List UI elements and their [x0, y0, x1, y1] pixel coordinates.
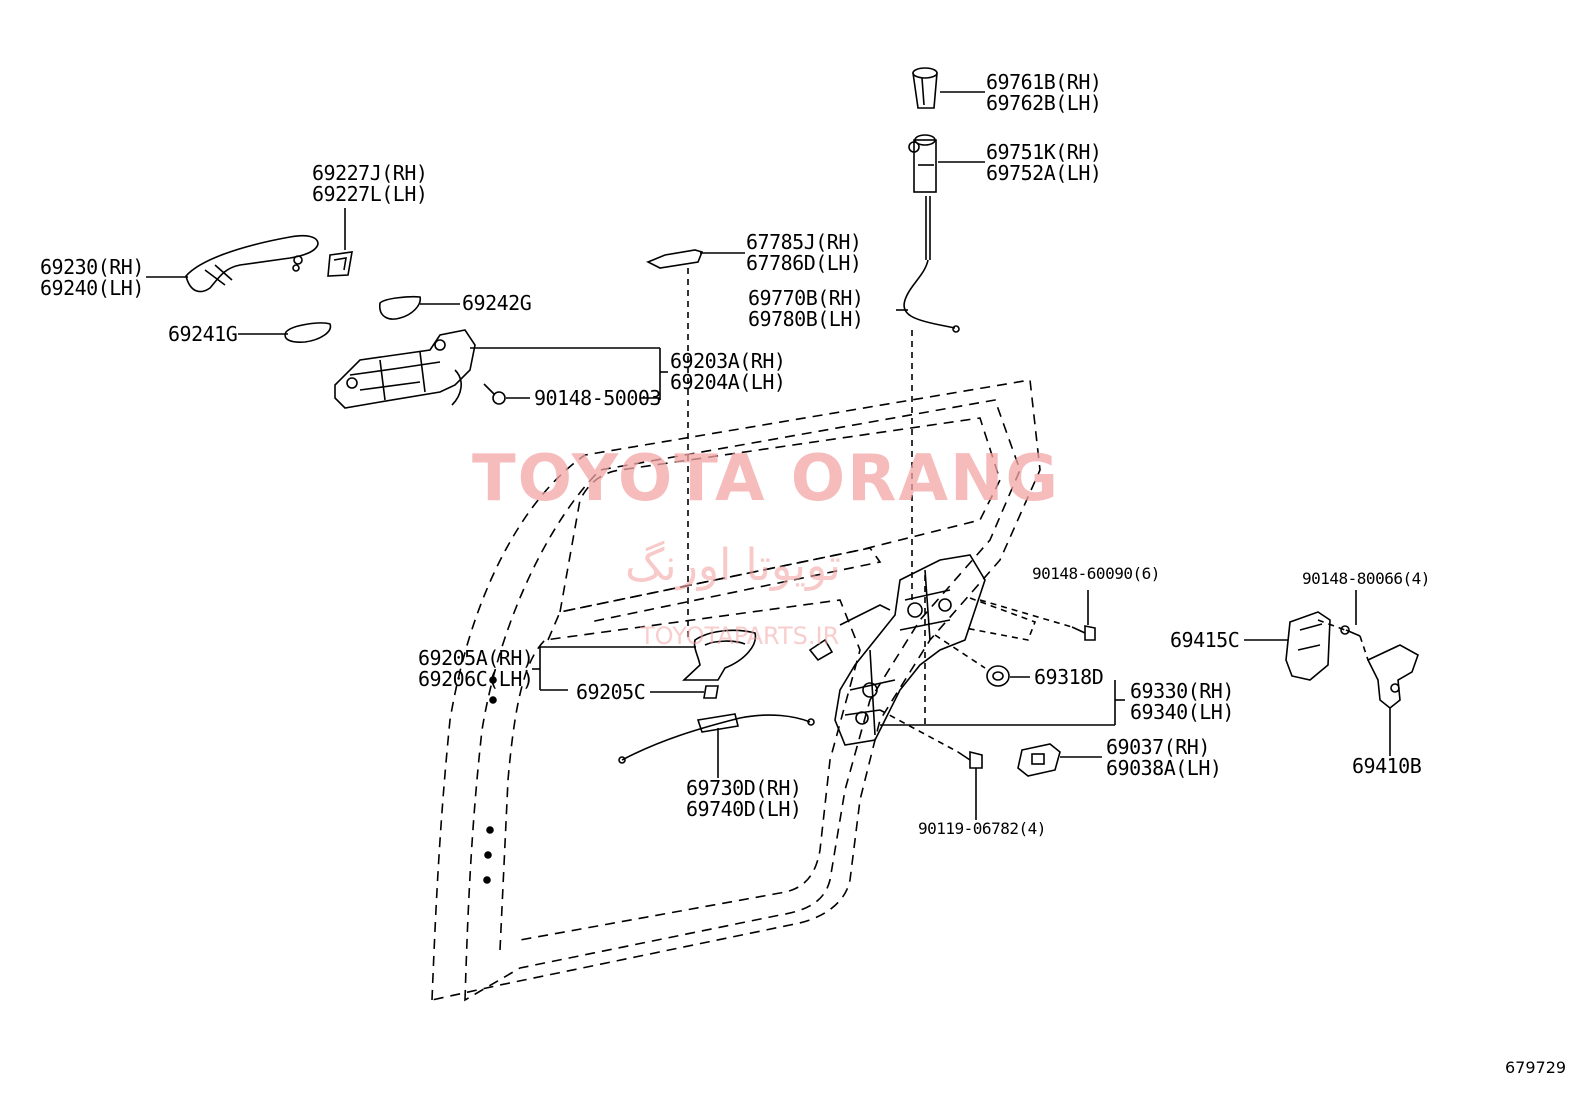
inside-handle-part: [681, 629, 757, 681]
door-striker-part: [1340, 625, 1419, 710]
label-69318: 69318D: [1034, 665, 1104, 689]
handle-pin-part: [703, 685, 719, 699]
screw-90148-60090: [1071, 625, 1096, 641]
watermark-site: TOYOTAPARTS.IR: [640, 622, 840, 650]
label-69203: 69203A(RH)69204A(LH): [670, 349, 786, 394]
screw-90148-50003: [483, 383, 506, 405]
inside-lock-cable-part: [618, 713, 815, 764]
label-69227: 69227J(RH)69227L(LH): [312, 161, 428, 206]
label-69242: 69242G: [462, 291, 532, 315]
label-69730: 69730D(RH)69740D(LH): [686, 776, 802, 821]
label-69230: 69230(RH)69240(LH): [40, 255, 144, 300]
door-panel-lower: [499, 599, 861, 951]
handle-cap-part: [327, 251, 353, 277]
door-lock-assembly-part: [808, 554, 986, 746]
label-90148-60090: 90148-60090(6): [1032, 564, 1160, 583]
door-inner-outline: [464, 399, 1021, 1002]
label-90148-80066: 90148-80066(4): [1302, 569, 1430, 588]
label-69330: 69330(RH)69340(LH): [1130, 679, 1234, 724]
lock-rod-part: [903, 196, 960, 333]
label-90148-50003: 90148-50003: [534, 386, 661, 410]
bolt-90119-06782: [957, 750, 983, 769]
diagram-reference-number: 679729: [1505, 1058, 1567, 1077]
watermark-persian: تویوتا اورنگ: [625, 540, 841, 591]
label-67785: 67785J(RH)67786D(LH): [746, 230, 862, 275]
handle-frame-part: [334, 329, 476, 409]
label-69751: 69751K(RH)69752A(LH): [986, 140, 1102, 185]
handle-pad-rear-part: [379, 295, 422, 320]
door-window-sash: [547, 547, 882, 641]
lock-cover-part: [646, 249, 704, 269]
label-69410: 69410B: [1352, 754, 1422, 778]
label-69205c: 69205C: [576, 680, 646, 704]
label-69770: 69770B(RH)69780B(LH): [748, 286, 864, 331]
label-69415: 69415C: [1170, 628, 1240, 652]
striker-cover-part: [1285, 611, 1331, 681]
label-90119-06782: 90119-06782(4): [918, 819, 1046, 838]
label-69761: 69761B(RH)69762B(LH): [986, 70, 1102, 115]
grommet-part: [986, 665, 1010, 687]
striker-plate-part: [1017, 743, 1061, 777]
watermark-main: TOYOTA ORANG: [472, 442, 1061, 516]
handle-pad-front-part: [284, 322, 332, 343]
door-outer-outline: [431, 379, 1041, 1002]
label-69241: 69241G: [168, 322, 238, 346]
outside-handle-part: [185, 234, 319, 293]
lock-cylinder-cap-part: [912, 67, 938, 109]
door-glass-frame: [559, 417, 1001, 613]
label-69037: 69037(RH)69038A(LH): [1106, 735, 1222, 780]
label-69205a: 69205A(RH)69206C(LH): [418, 646, 534, 691]
lock-cylinder-part: [908, 134, 937, 193]
